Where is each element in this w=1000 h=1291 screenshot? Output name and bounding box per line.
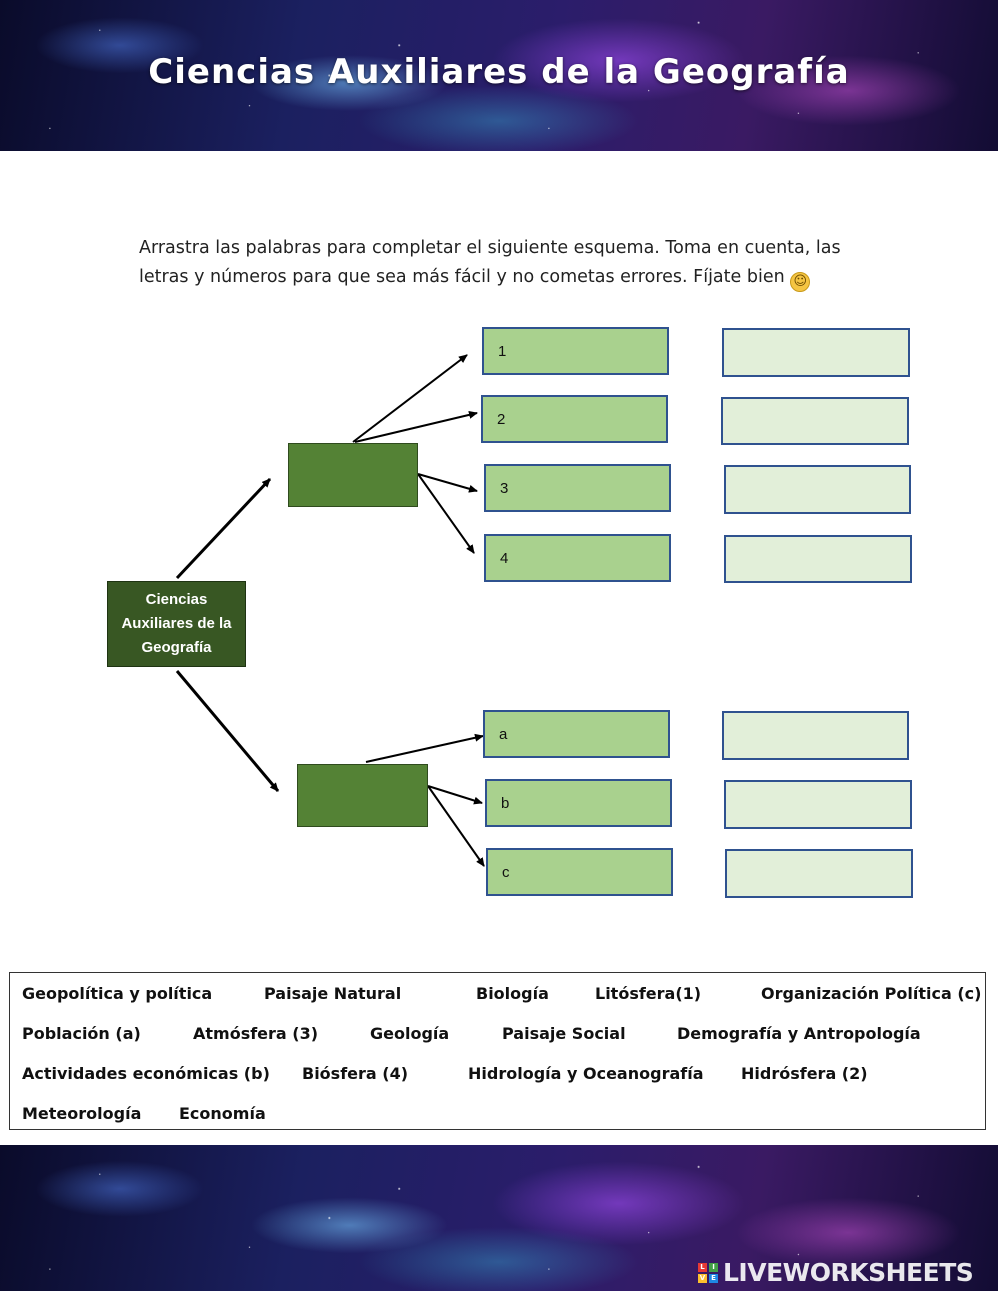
instructions-line-2: letras y números para que sea más fácil … [139,267,785,287]
word-chip[interactable]: Población (a) [22,1024,141,1043]
arrow-to-3 [417,473,478,493]
answer-dropzone-c[interactable] [725,849,913,898]
word-chip[interactable]: Paisaje Natural [264,984,402,1003]
word-chip[interactable]: Geopolítica y política [22,984,213,1003]
footer-banner [0,1145,998,1291]
slot-2[interactable]: 2 [481,395,668,443]
word-chip[interactable]: Economía [179,1104,266,1123]
header-banner: Ciencias Auxiliares de la Geografía [0,0,998,151]
word-chip[interactable]: Demografía y Antropología [677,1024,921,1043]
answer-dropzone-4[interactable] [724,535,912,583]
word-chip[interactable]: Biósfera (4) [302,1064,409,1083]
liveworksheets-logo: L I V E LIVEWORKSHEETS [697,1258,974,1287]
instructions-line-1: Arrastra las palabras para completar el … [139,238,841,258]
word-chip[interactable]: Meteorología [22,1104,142,1123]
word-chip[interactable]: Atmósfera (3) [193,1024,319,1043]
logo-square-e: E [709,1273,718,1283]
slot-3[interactable]: 3 [484,464,671,512]
branch-top-dropzone[interactable] [288,443,418,507]
arrow-to-4 [417,473,475,554]
slot-label: 1 [498,342,507,360]
slot-c[interactable]: c [486,848,673,896]
word-chip[interactable]: Paisaje Social [502,1024,626,1043]
slot-label: a [499,725,508,743]
slot-1[interactable]: 1 [482,327,669,375]
branch-bottom-dropzone[interactable] [297,764,428,827]
slot-4[interactable]: 4 [484,534,671,582]
logo-text: LIVEWORKSHEETS [723,1258,974,1287]
arrow-to-c [427,785,485,867]
logo-squares: L I V E [697,1262,719,1284]
answer-dropzone-a[interactable] [722,711,909,760]
root-node: Ciencias Auxiliares de la Geografía [107,581,246,667]
word-chip[interactable]: Hidrósfera (2) [741,1064,868,1083]
slot-label: c [502,863,510,881]
slot-label: 2 [497,410,506,428]
arrow-to-1 [352,354,468,443]
word-chip[interactable]: Organización Política (c) [761,984,982,1003]
word-bank [9,972,986,1130]
word-chip[interactable]: Biología [476,984,549,1003]
word-chip[interactable]: Litósfera(1) [595,984,702,1003]
arrow-to-a [365,733,484,763]
word-chip[interactable]: Hidrología y Oceanografía [468,1064,704,1083]
logo-square-i: I [709,1262,718,1272]
instructions: Arrastra las palabras para completar el … [139,234,879,292]
answer-dropzone-1[interactable] [722,328,910,377]
arrow-to-b [427,785,483,805]
slot-label: 3 [500,479,509,497]
slot-label: b [501,794,510,812]
logo-square-l: L [698,1262,707,1272]
slot-a[interactable]: a [483,710,670,758]
slot-b[interactable]: b [485,779,672,827]
slot-label: 4 [500,549,509,567]
smiley-icon: ☺ [790,272,811,292]
arrow-root-to-bottom [175,670,280,792]
logo-square-v: V [698,1273,707,1283]
page-title: Ciencias Auxiliares de la Geografía [148,52,850,92]
word-chip[interactable]: Geología [370,1024,450,1043]
arrow-root-to-top [175,477,272,580]
word-chip[interactable]: Actividades económicas (b) [22,1064,270,1083]
arrow-to-2 [354,410,478,443]
answer-dropzone-3[interactable] [724,465,911,514]
answer-dropzone-b[interactable] [724,780,912,829]
answer-dropzone-2[interactable] [721,397,909,445]
